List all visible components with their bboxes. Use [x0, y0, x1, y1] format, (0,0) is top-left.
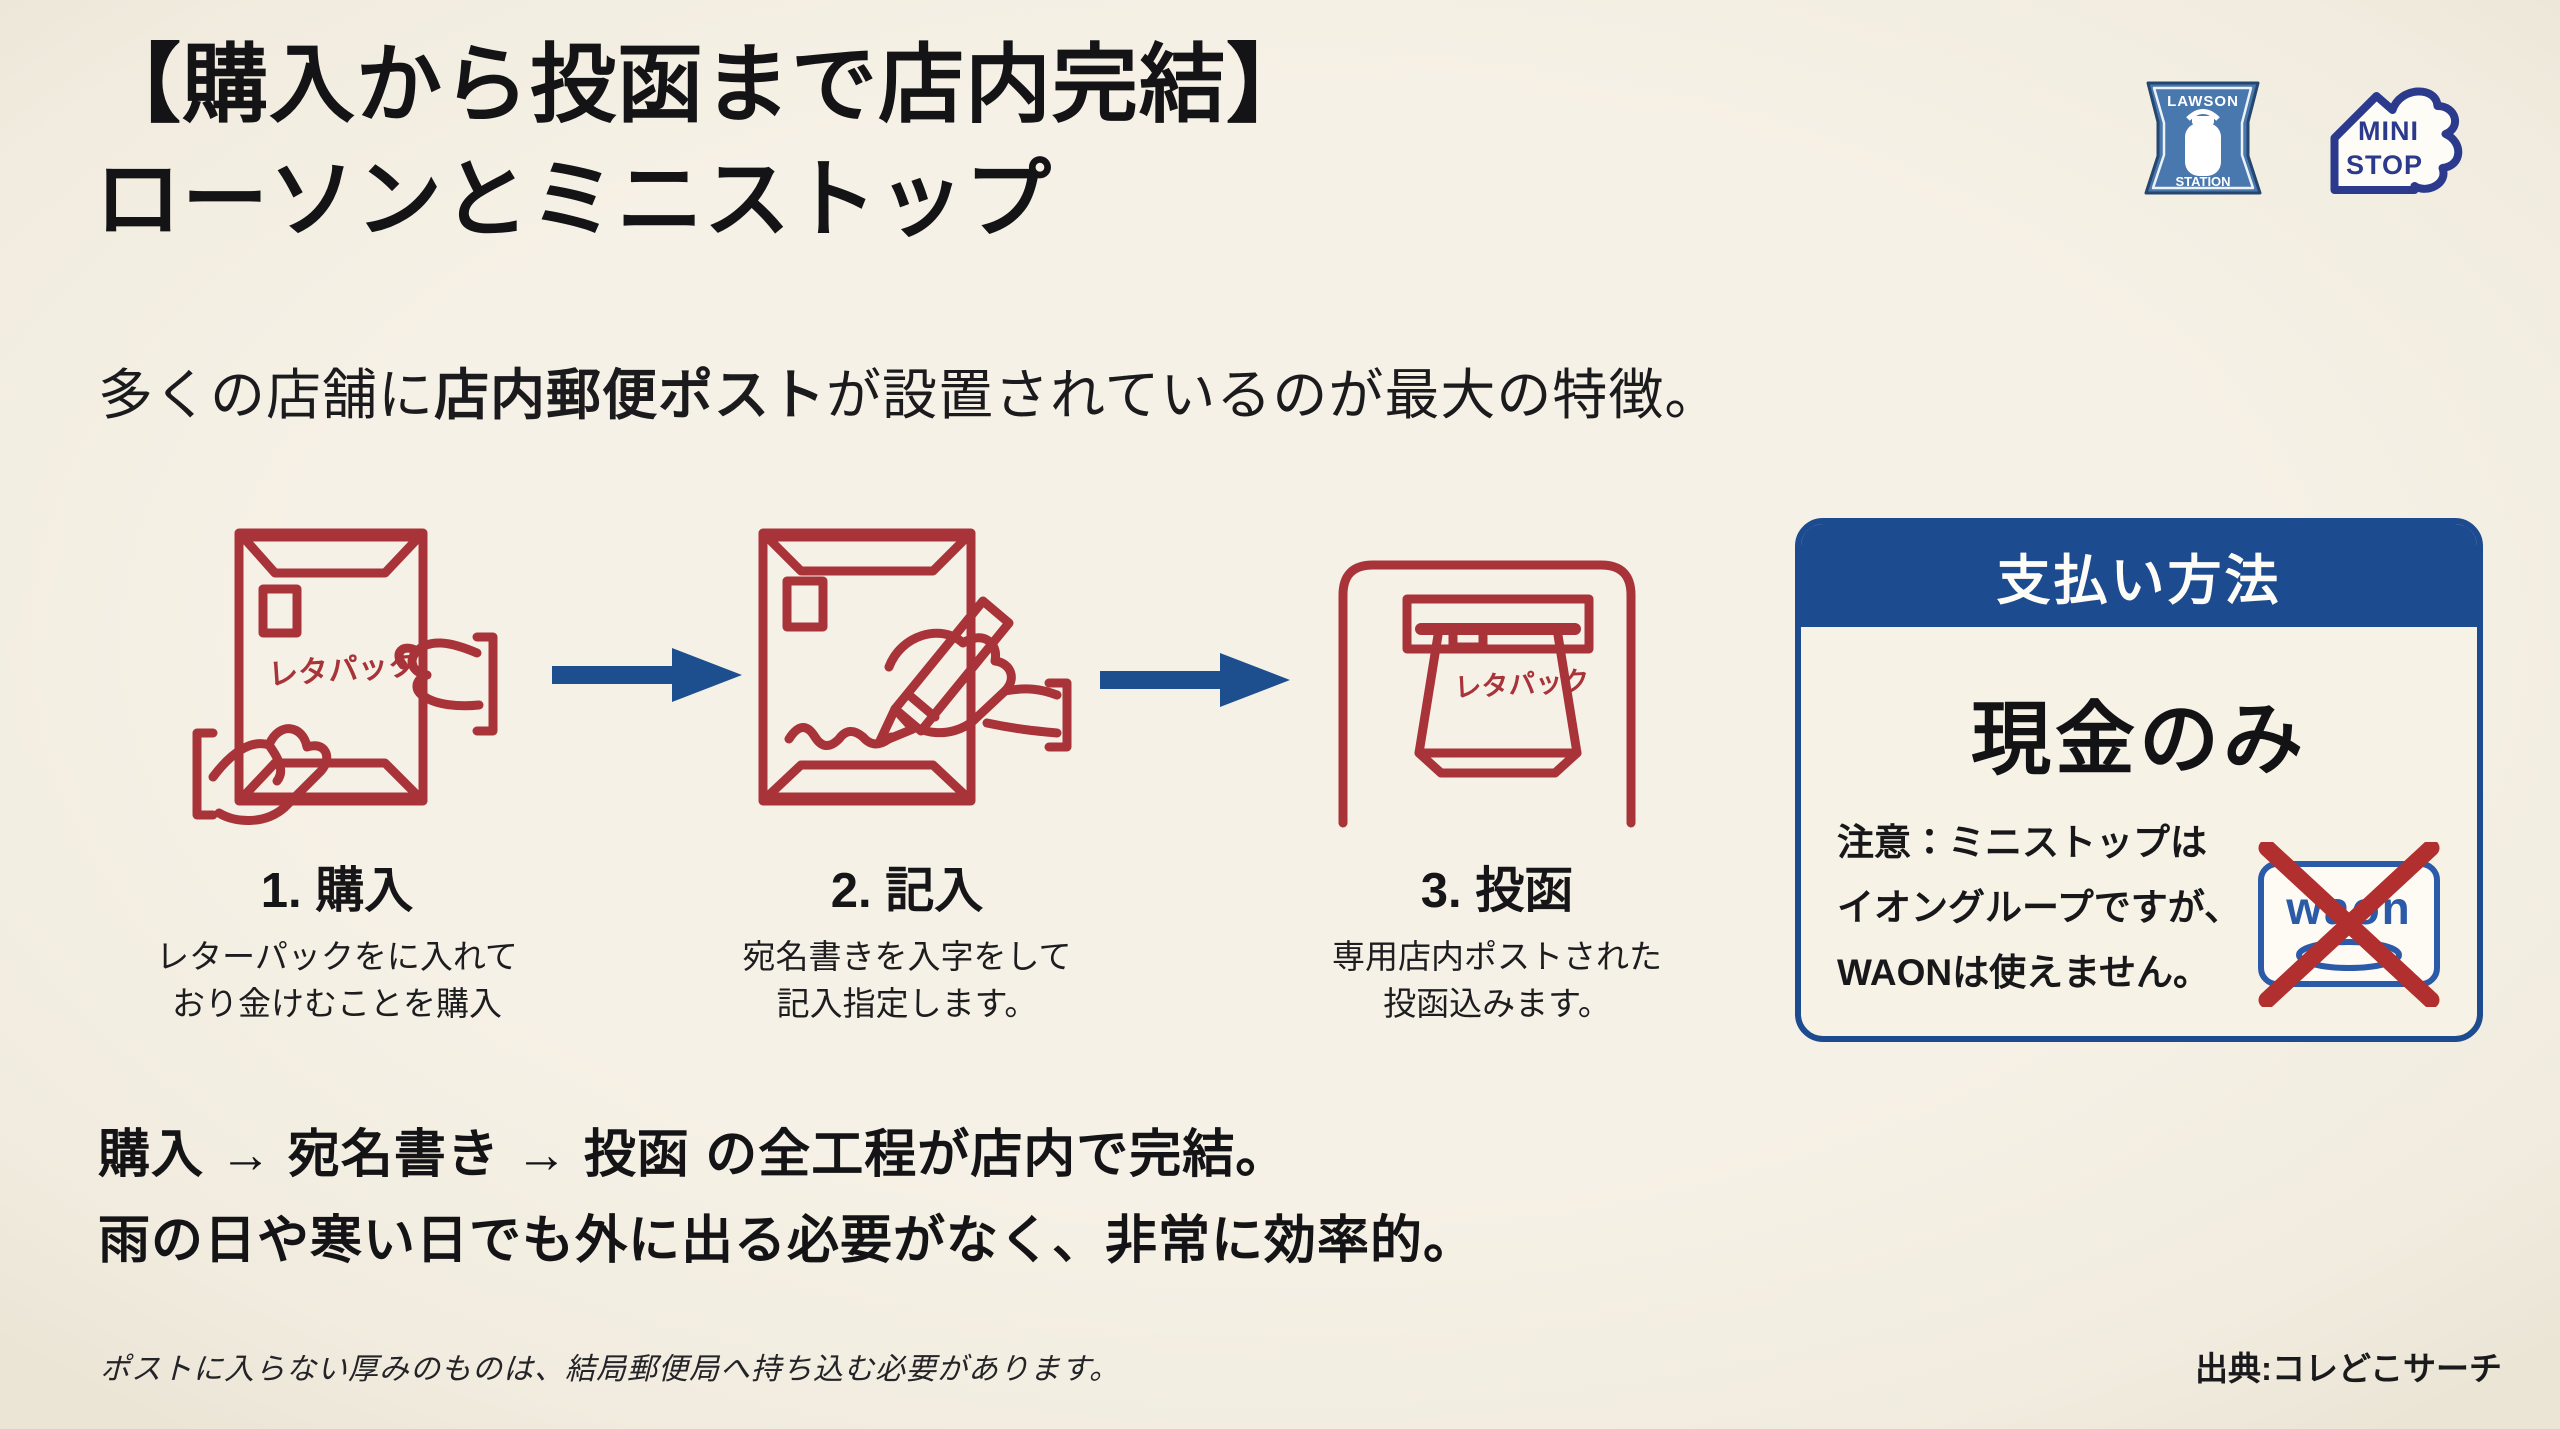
red-cross-icon [2258, 842, 2440, 1007]
step-1-purchase: レタパック 1. 購入 レターパックをに入れて おり金けむことを購入 [142, 515, 532, 1028]
payment-card-header: 支払い方法 [1801, 524, 2477, 627]
ministop-logo-icon: MINI STOP [2330, 87, 2463, 194]
payment-note: 注意：ミニストップは イオングループですが、 WAONは使えません。 [1837, 822, 2242, 994]
lawson-logo-top-text: LAWSON [2167, 93, 2239, 110]
subtitle-prefix: 多くの店舗に [98, 364, 435, 426]
footnote: ポストに入らない厚みのものは、結局郵便局へ持ち込む必要があります。 [100, 1353, 1120, 1386]
step-3-description: 専用店内ポストされた 投函込みます。 [1332, 938, 1662, 1022]
step-1-description: レターパックをに入れて おり金けむことを購入 [156, 938, 518, 1022]
arrow-right-icon [552, 648, 742, 702]
payment-method-card: 支払い方法 現金のみ 注意：ミニストップは イオングループですが、 WAONは使… [1795, 518, 2483, 1042]
milk-bottle-handle-icon [2186, 109, 2220, 121]
post-slot-insert-icon: レタパック [1338, 560, 1636, 828]
page-title-line2: ローソンとミニストップ [95, 152, 1052, 249]
step-2-description: 宛名書きを入字をして 記入指定します。 [742, 938, 1072, 1022]
source-credit: 出典:コレどこサーチ [2195, 1350, 2502, 1387]
lawson-logo-bottom-text: STATION [2175, 174, 2230, 189]
ministop-logo: MINI STOP [2320, 78, 2465, 198]
lawson-logo-icon: LAWSON STATION [2144, 81, 2262, 195]
ministop-logo-line1: MINI [2358, 116, 2419, 146]
step-3-label: 3. 投函 [1420, 864, 1574, 918]
arrow-right-icon [1100, 653, 1290, 707]
page-title-line1: 【購入から投函まで店内完結】 [95, 37, 1313, 133]
subtitle: 多くの店舗に店内郵便ポストが設置されているのが最大の特徴。 [98, 350, 1720, 430]
waon-card-icon: waon [2258, 842, 2440, 1007]
summary-line-1: 購入 → 宛名書き → 投函 の全工程が店内で完結。 [98, 1126, 1289, 1184]
subtitle-highlight: 店内郵便ポスト [434, 364, 827, 426]
hand-writing-envelope-icon [758, 528, 1072, 806]
step-1-label: 1. 購入 [260, 864, 414, 918]
summary-line-2: 雨の日や寒い日でも外に出る必要がなく、非常に効率的。 [98, 1212, 1477, 1270]
page-title: 【購入から投函まで店内完結】 ローソンとミニストップ [95, 28, 1313, 258]
step-2-write: 2. 記入 宛名書きを入字をして 記入指定します。 [712, 515, 1102, 1028]
letterpack-label-step1: レタパック [267, 649, 419, 692]
subtitle-suffix: が設置されているのが最大の特徴。 [826, 364, 1721, 426]
waon-not-accepted: waon [2249, 842, 2449, 1007]
ministop-logo-line2: STOP [2346, 150, 2423, 180]
lawson-logo: LAWSON STATION [2138, 78, 2268, 198]
letterpack-label-step3: レタパック [1454, 666, 1590, 703]
milk-bottle-icon [2185, 123, 2221, 176]
envelope-in-hands-icon: レタパック [192, 528, 498, 826]
step-3-post: レタパック 3. 投函 専用店内ポストされた 投函込みます。 [1302, 515, 1692, 1028]
step-2-label: 2. 記入 [830, 864, 984, 918]
cash-only-text: 現金のみ [1971, 695, 2307, 784]
